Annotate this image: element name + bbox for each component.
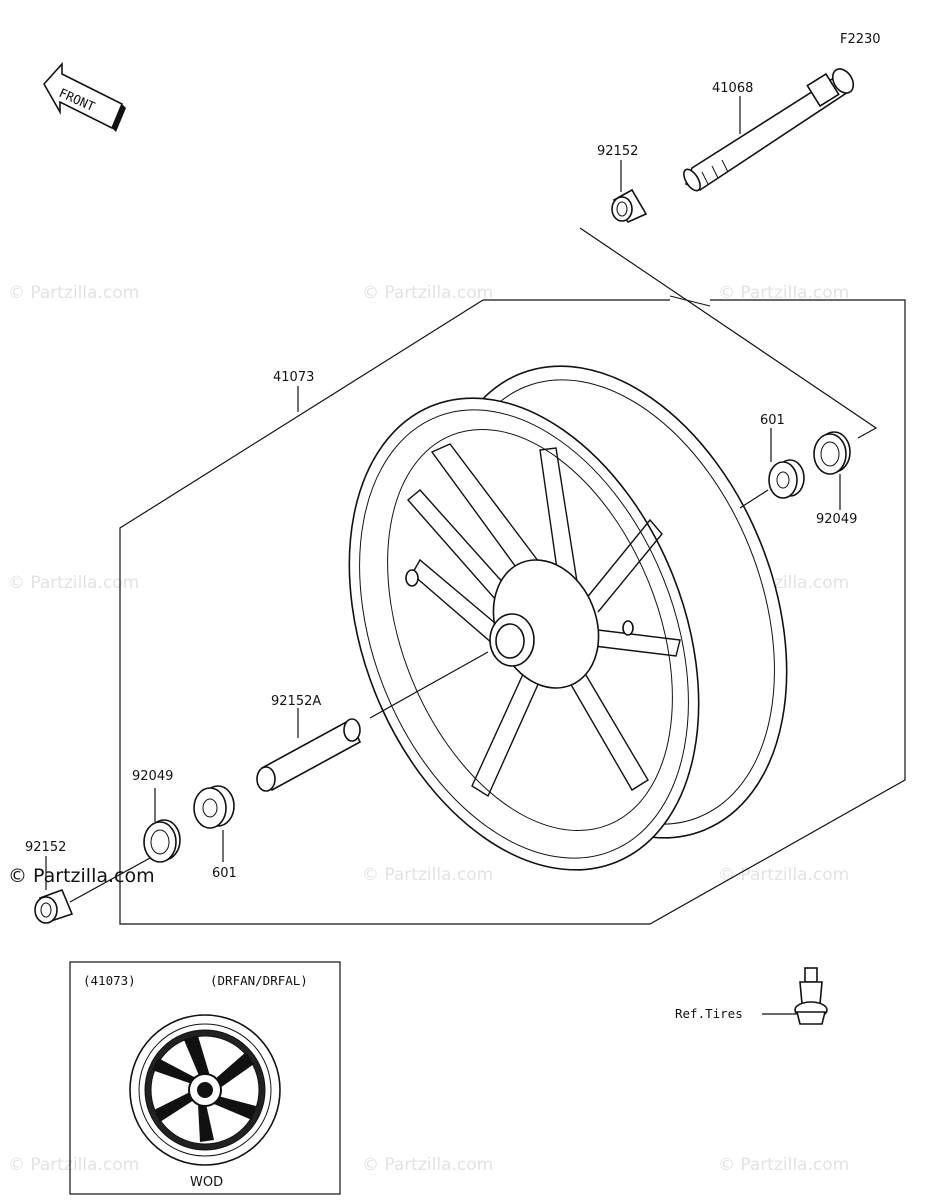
label-collar-top: 92152	[597, 144, 638, 159]
label-seal-left: 92049	[132, 769, 173, 784]
seal-right	[813, 431, 851, 475]
collar-left	[34, 888, 74, 924]
seal-left	[143, 819, 181, 863]
label-spacer: 92152A	[271, 694, 321, 709]
watermark: © Partzilla.com	[362, 283, 493, 303]
watermark: © Partzilla.com	[362, 865, 493, 885]
inset-box	[69, 961, 341, 1195]
valve-ref-label: Ref.Tires	[675, 1006, 743, 1021]
label-collar-left: 92152	[25, 840, 66, 855]
label-axle: 41068	[712, 81, 753, 96]
inset-part-ref: (41073)	[83, 973, 136, 988]
bearing-left	[193, 785, 235, 829]
spacer	[256, 718, 362, 792]
label-wheel: 41073	[273, 370, 314, 385]
inset-variant: (DRFAN/DRFAL)	[210, 973, 308, 988]
watermark: © Partzilla.com	[8, 573, 139, 593]
bearing-right	[768, 459, 805, 499]
label-bearing-right: 601	[760, 413, 785, 428]
watermark: © Partzilla.com	[718, 1155, 849, 1175]
watermark-dark: © Partzilla.com	[8, 865, 155, 887]
collar-top	[611, 188, 648, 224]
watermark: © Partzilla.com	[718, 865, 849, 885]
inset-caption: WOD	[190, 1175, 223, 1190]
tire-valve	[794, 967, 828, 1025]
label-seal-right: 92049	[816, 512, 857, 527]
label-bearing-left: 601	[212, 866, 237, 881]
watermark-grid: © Partzilla.com © Partzilla.com © Partzi…	[8, 283, 849, 1175]
watermark: © Partzilla.com	[8, 1155, 139, 1175]
inset-wheel	[129, 1014, 281, 1166]
diagram-code: F2230	[840, 32, 881, 47]
front-wheel	[348, 365, 788, 871]
watermark: © Partzilla.com	[362, 1155, 493, 1175]
axle	[683, 68, 855, 192]
front-arrow: FRONT	[43, 61, 126, 132]
watermark: © Partzilla.com	[8, 283, 139, 303]
watermark: © Partzilla.com	[718, 283, 849, 303]
